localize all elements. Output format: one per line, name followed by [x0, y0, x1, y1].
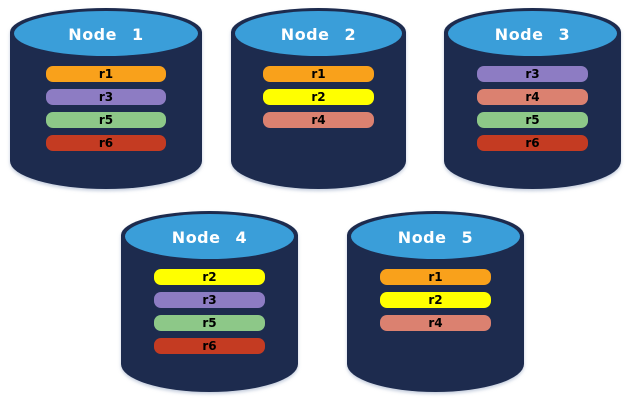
replica-list: r2 r3 r5 r6	[121, 269, 298, 361]
replica-label: r1	[98, 67, 114, 81]
replica-label: r6	[98, 136, 114, 150]
cylinder-top-ellipse	[125, 214, 294, 259]
replica-bar-r4: r4	[476, 89, 589, 105]
replica-bar-r4: r4	[379, 315, 492, 331]
replica-list: r1 r2 r4	[231, 66, 406, 135]
replica-bar-r3: r3	[153, 292, 266, 308]
node-cylinder-5: Node 5 r1 r2 r4	[347, 211, 524, 392]
cylinder-top-ellipse	[235, 11, 402, 56]
replica-label: r2	[428, 293, 443, 307]
replica-label: r3	[202, 293, 217, 307]
replica-bar-r1: r1	[263, 66, 374, 82]
replica-list: r1 r3 r5 r6	[10, 66, 202, 158]
node-title: Node 3	[494, 25, 571, 44]
replica-bar-r4: r4	[263, 112, 374, 128]
node-cylinder-4: Node 4 r2 r3 r5 r6	[121, 211, 298, 392]
replica-list: r3 r4 r5 r6	[444, 66, 621, 158]
replica-bar-r1: r1	[45, 66, 167, 82]
replica-label: r4	[525, 90, 540, 104]
replica-bar-r6: r6	[476, 135, 589, 151]
node-cylinder-2: Node 2 r1 r2 r4	[231, 8, 406, 189]
replica-bar-r1: r1	[379, 269, 492, 285]
replica-label: r2	[311, 90, 326, 104]
node-cylinder-3: Node 3 r3 r4 r5 r6	[444, 8, 621, 189]
replica-label: r5	[202, 316, 217, 330]
replica-bar-r2: r2	[263, 89, 374, 105]
replica-bar-r6: r6	[153, 338, 266, 354]
replica-bar-r6: r6	[45, 135, 167, 151]
replica-label: r4	[428, 316, 443, 330]
replica-label: r4	[311, 113, 326, 127]
replica-label: r6	[525, 136, 540, 150]
replica-bar-r2: r2	[379, 292, 492, 308]
replica-label: r1	[311, 67, 326, 81]
replica-bar-r5: r5	[153, 315, 266, 331]
cylinder-top-ellipse	[351, 214, 520, 259]
replica-bar-r5: r5	[45, 112, 167, 128]
cylinder-top-ellipse	[14, 11, 198, 56]
replica-label: r3	[98, 90, 114, 104]
replica-label: r2	[202, 270, 217, 284]
replica-label: r3	[525, 67, 540, 81]
replica-bar-r2: r2	[153, 269, 266, 285]
node-title: Node 5	[397, 228, 474, 247]
replica-bar-r5: r5	[476, 112, 589, 128]
replica-label: r5	[525, 113, 540, 127]
replica-label: r1	[428, 270, 443, 284]
replica-list: r1 r2 r4	[347, 269, 524, 338]
node-title: Node 1	[68, 25, 144, 44]
replica-bar-r3: r3	[45, 89, 167, 105]
replica-label: r5	[98, 113, 114, 127]
cylinder-top-ellipse	[448, 11, 617, 56]
node-cylinder-1: Node 1 r1 r3 r5 r6	[10, 8, 202, 189]
node-title: Node 4	[171, 228, 248, 247]
node-title: Node 2	[280, 25, 357, 44]
replica-label: r6	[202, 339, 217, 353]
replica-bar-r3: r3	[476, 66, 589, 82]
